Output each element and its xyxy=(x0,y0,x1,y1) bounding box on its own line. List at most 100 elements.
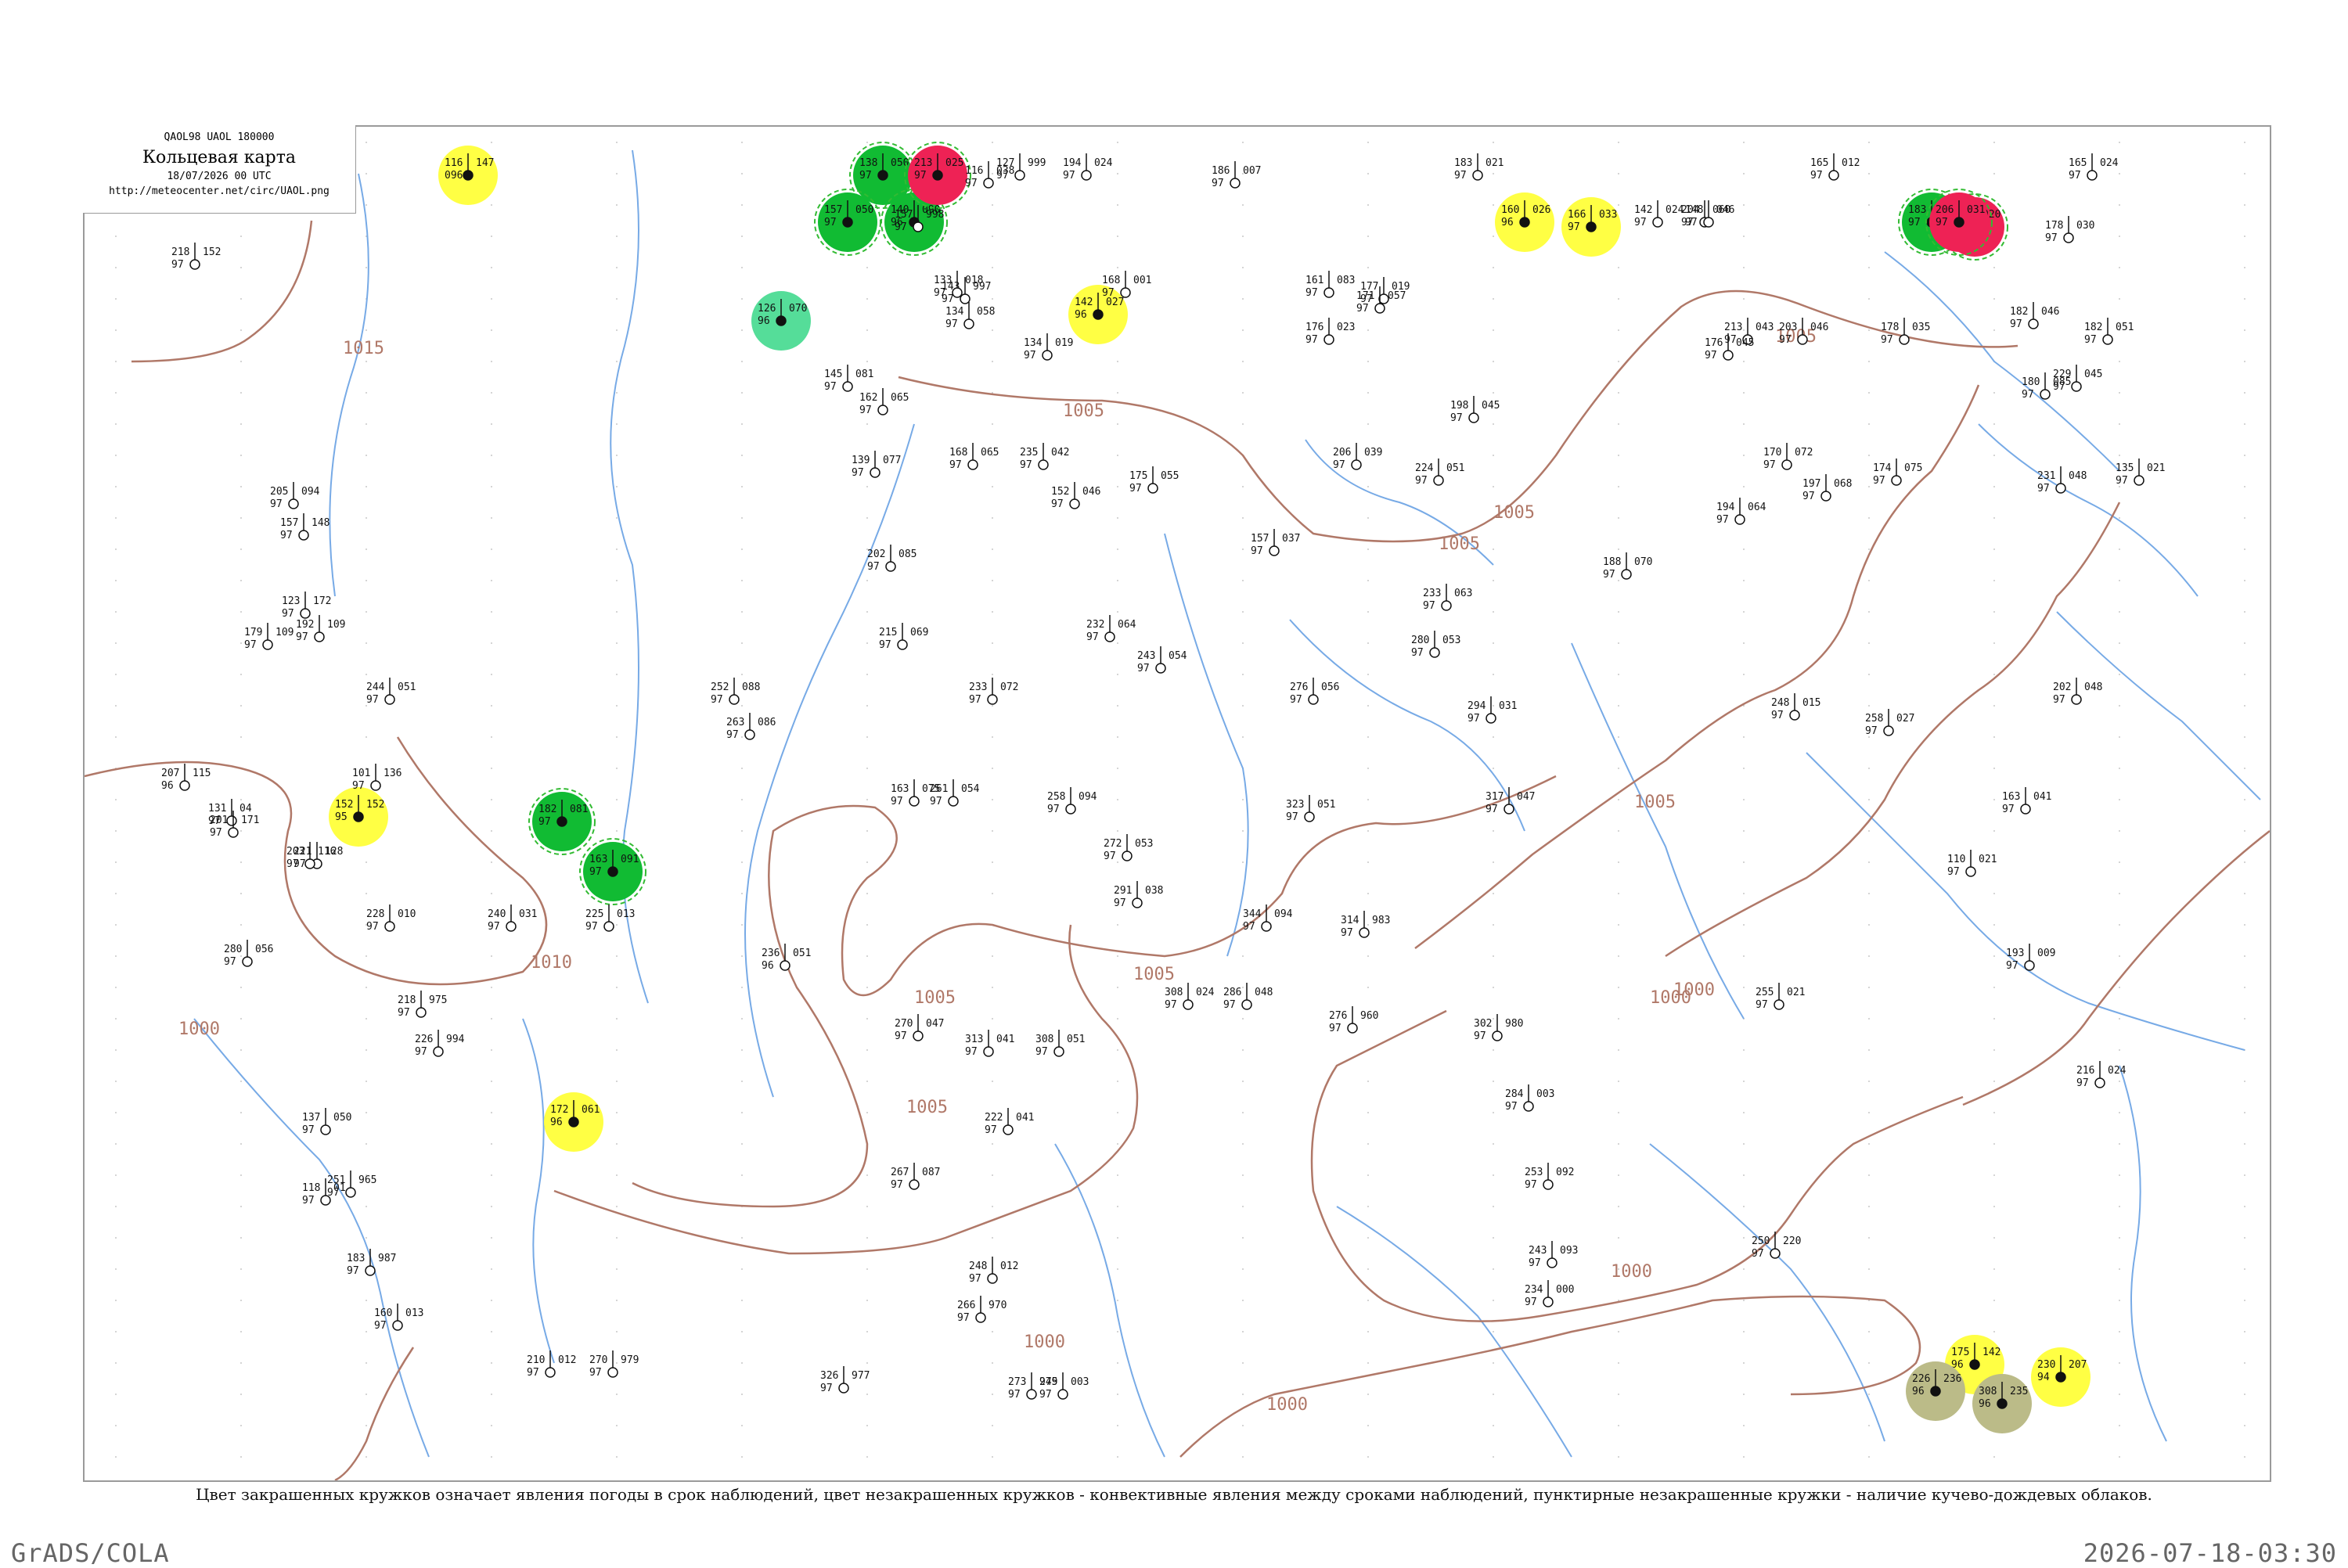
graticule-dot xyxy=(491,799,492,800)
cloud-cover-icon xyxy=(1621,569,1632,580)
station-temperature: 270 xyxy=(589,1354,607,1366)
graticule-dot xyxy=(1743,455,1745,456)
graticule-dot xyxy=(2119,236,2120,237)
graticule-dot xyxy=(1493,1143,1494,1145)
graticule-dot xyxy=(366,423,367,425)
graticule-dot xyxy=(1367,1331,1369,1332)
graticule-dot xyxy=(1743,236,1745,237)
graticule-dot xyxy=(1242,1394,1244,1395)
graticule-dot xyxy=(1618,298,1619,300)
graticule-dot xyxy=(616,987,618,988)
graticule-dot xyxy=(1242,955,1244,957)
graticule-dot xyxy=(866,392,868,394)
graticule-dot xyxy=(1993,298,1995,300)
graticule-dot xyxy=(240,1018,242,1020)
graticule-dot xyxy=(1367,924,1369,926)
graticule-dot xyxy=(1993,1018,1995,1020)
graticule-dot xyxy=(616,298,618,300)
cloud-cover-icon xyxy=(416,1007,427,1018)
graticule-dot xyxy=(1868,580,1870,581)
graticule-dot xyxy=(741,768,743,769)
station-temperature: 198 xyxy=(1450,400,1468,412)
graticule-dot xyxy=(366,955,367,957)
graticule-dot xyxy=(366,173,367,174)
graticule-dot xyxy=(491,361,492,362)
graticule-dot xyxy=(1743,861,1745,863)
graticule-dot xyxy=(741,392,743,394)
station-dewpoint: 97 xyxy=(1039,1389,1052,1401)
isobar-1005-c xyxy=(1414,384,1980,949)
station-dewpoint: 97 xyxy=(824,381,837,393)
station-temperature: 313 xyxy=(965,1034,983,1045)
graticule-dot xyxy=(616,1174,618,1176)
station-dewpoint: 97 xyxy=(930,796,942,807)
station-pressure: 975 xyxy=(1039,1376,1057,1388)
cloud-cover-icon xyxy=(1547,1257,1558,1268)
station-pressure: 142 xyxy=(1982,1347,2000,1358)
station-pressure: 152 xyxy=(203,246,221,258)
cloud-cover-icon xyxy=(2024,960,2035,971)
station-dewpoint: 97 xyxy=(398,1007,410,1019)
graticule-dot xyxy=(741,1018,743,1020)
station-dewpoint: 97 xyxy=(366,921,379,933)
cloud-cover-icon xyxy=(2063,232,2074,243)
graticule-dot xyxy=(1618,392,1619,394)
station-pressure: 064 xyxy=(1118,619,1136,631)
river xyxy=(1305,439,1494,566)
station-pressure: 057 xyxy=(1388,290,1406,302)
graticule-dot xyxy=(1868,1362,1870,1364)
graticule-dot xyxy=(366,267,367,268)
station-temperature: 176 xyxy=(1705,337,1723,349)
station-dewpoint: 97 xyxy=(1450,412,1463,424)
station-dewpoint: 97 xyxy=(1104,851,1116,862)
graticule-dot xyxy=(115,517,117,519)
graticule-dot xyxy=(1993,1143,1995,1145)
graticule-dot xyxy=(741,1081,743,1082)
graticule-dot xyxy=(866,799,868,800)
station-temperature: 202 xyxy=(2053,682,2071,693)
station-temperature: 276 xyxy=(1329,1010,1347,1022)
graticule-dot xyxy=(1743,736,1745,738)
station-dewpoint: 97 xyxy=(969,1273,981,1285)
graticule-dot xyxy=(491,1268,492,1270)
graticule-dot xyxy=(115,736,117,738)
station-pressure: 010 xyxy=(398,908,416,920)
graticule-dot xyxy=(866,1456,868,1458)
graticule-dot xyxy=(1367,1206,1369,1207)
graticule-dot xyxy=(491,455,492,456)
cloud-cover-icon xyxy=(1774,999,1784,1010)
cloud-cover-icon xyxy=(365,1265,376,1276)
isobar-1000-d xyxy=(334,1347,415,1480)
station-temperature: 175 xyxy=(1951,1347,1969,1358)
station-temperature: 213 xyxy=(1724,322,1742,333)
graticule-dot xyxy=(1493,267,1494,268)
cloud-cover-icon xyxy=(932,170,943,181)
graticule-dot xyxy=(992,674,993,675)
graticule-dot xyxy=(866,674,868,675)
graticule-dot xyxy=(240,1425,242,1426)
graticule-dot xyxy=(1242,548,1244,550)
graticule-dot xyxy=(1993,736,1995,738)
station-pressure: 048 xyxy=(2084,682,2102,693)
station-dewpoint: 97 xyxy=(859,170,872,182)
station-temperature: 221 xyxy=(294,846,312,858)
isobar-labels: 1015101010051005100510051005100510051005… xyxy=(178,327,1817,1415)
station-dewpoint: 97 xyxy=(859,405,872,416)
graticule-dot xyxy=(1993,674,1995,675)
station-pressure: 070 xyxy=(1634,556,1652,568)
graticule-dot xyxy=(866,1112,868,1113)
station-pressure: 051 xyxy=(1317,799,1335,811)
graticule-dot xyxy=(115,799,117,800)
graticule-dot xyxy=(992,267,993,268)
cloud-cover-icon xyxy=(1261,921,1272,932)
